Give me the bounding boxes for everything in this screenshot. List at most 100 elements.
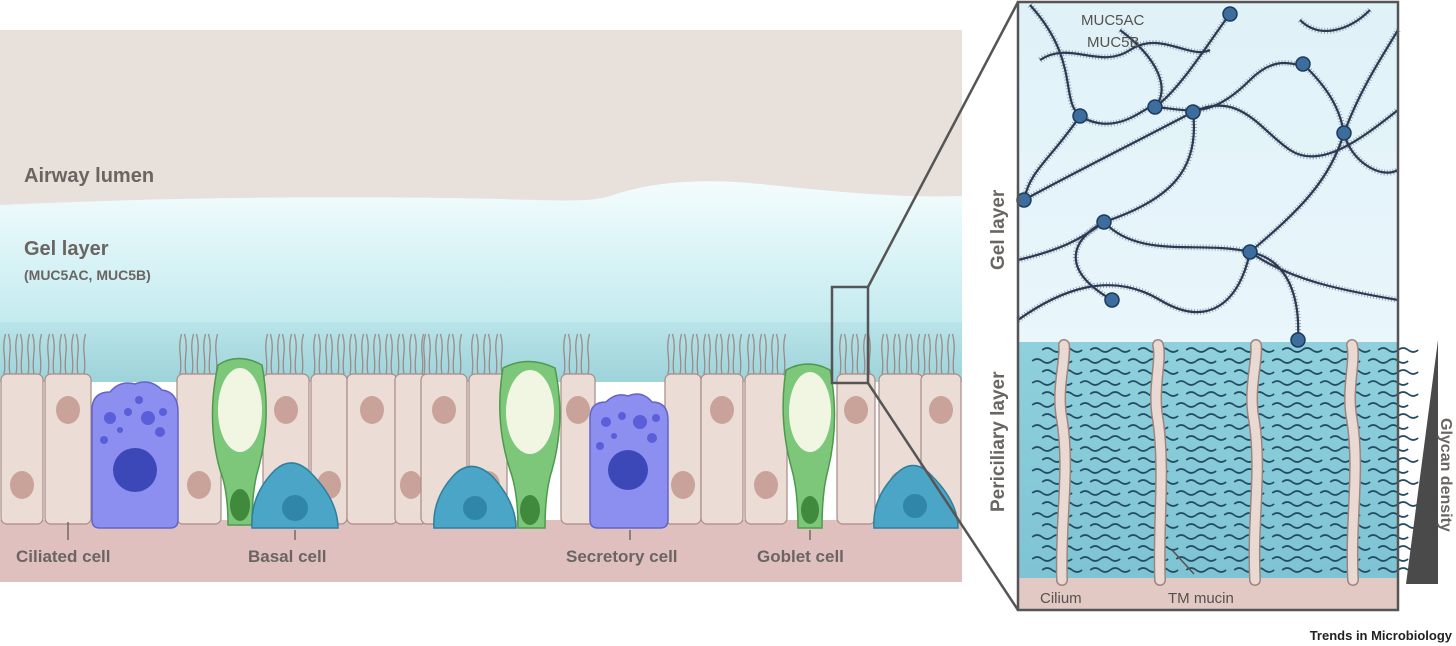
cilium-hair: [579, 333, 583, 375]
ciliated-cell-nucleus: [671, 471, 695, 499]
cilium-hair: [885, 333, 889, 375]
cilium-hair: [313, 333, 317, 375]
cilium-hair: [397, 333, 401, 375]
cilium-hair: [951, 333, 955, 375]
cilium-hair: [947, 333, 951, 375]
zoom-gel-region: [1018, 2, 1398, 342]
glycan-strand: [1185, 501, 1227, 507]
glycan-strand: [1281, 567, 1323, 573]
glycan-strand: [1175, 424, 1217, 430]
cilium-hair: [47, 333, 51, 375]
cilium-hair: [483, 333, 487, 375]
glycan-strand: [1271, 490, 1313, 496]
glycan-strand: [1271, 424, 1313, 430]
glycan-strand: [1271, 534, 1313, 540]
cilium-hair: [435, 333, 439, 375]
cilium-hair: [679, 333, 683, 375]
cilium-hair: [409, 333, 413, 375]
glycan-strand: [1079, 402, 1121, 408]
glycan-strand: [1367, 512, 1409, 518]
glycan-strand: [1079, 358, 1121, 364]
goblet-cell-1: [211, 357, 267, 526]
cilium-hair: [373, 333, 377, 375]
glycan-strand: [1089, 501, 1131, 507]
cilium-hair: [203, 333, 207, 375]
cilium-label: Cilium: [1040, 590, 1082, 607]
cilium-hair: [691, 333, 695, 375]
glycan-strand: [1079, 490, 1121, 496]
cilium-hair: [851, 333, 855, 375]
glycan-strand: [1175, 402, 1217, 408]
cilium-hair: [377, 333, 381, 375]
secretory-cell-1: [91, 381, 179, 529]
cilium-hair: [423, 333, 427, 375]
journal-credit: Trends in Microbiology: [1310, 628, 1453, 643]
glycan-strand: [1089, 369, 1131, 375]
glycan-strand: [1175, 380, 1217, 386]
secretory-cell-2: [589, 393, 669, 529]
cilium-hair: [389, 333, 393, 375]
tm-mucin-label: TM mucin: [1168, 590, 1234, 607]
cilium-hair: [499, 333, 503, 375]
cilium-hair: [683, 333, 687, 375]
glycan-strand: [1271, 468, 1313, 474]
glycan-strand: [1175, 446, 1217, 452]
glycan-strand: [1079, 556, 1121, 562]
cilium-hair: [265, 333, 269, 375]
goblet-cell-label: Goblet cell: [757, 547, 844, 566]
ciliated-cell-nucleus: [929, 396, 953, 424]
cilium-hair: [3, 333, 7, 375]
cilium-hair: [771, 333, 775, 375]
glycan-strand: [1271, 358, 1313, 364]
cilia: [3, 333, 955, 375]
cilium-hair: [207, 333, 211, 375]
glycan-strand: [1185, 435, 1227, 441]
gel-layer-label: Gel layer: [24, 238, 109, 260]
glycan-strand: [1079, 380, 1121, 386]
cilium-hair: [7, 333, 11, 375]
cilium-hair: [917, 333, 921, 375]
cilium-hair: [293, 333, 297, 375]
muc5ac-label: MUC5AC: [1081, 12, 1145, 29]
ciliated-cell-nucleus: [360, 396, 384, 424]
glycan-strand: [1079, 512, 1121, 518]
glycan-strand: [1367, 490, 1409, 496]
glycan-strand: [1185, 523, 1227, 529]
cilium-hair: [727, 333, 731, 375]
glycan-strand: [1281, 413, 1323, 419]
ciliated-cell-body: [664, 373, 702, 525]
secretory-cell-label: Secretory cell: [566, 547, 678, 566]
cilium-hair: [739, 333, 743, 375]
cilium-hair: [897, 333, 901, 375]
cilium-hair: [183, 333, 187, 375]
cilium-hair: [707, 333, 711, 375]
glycan-strand: [1367, 556, 1409, 562]
glycan-strand: [1281, 501, 1323, 507]
glycan-strand: [1367, 446, 1409, 452]
glycan-strand: [1089, 413, 1131, 419]
cilium-hair: [27, 333, 31, 375]
cilium-hair: [747, 333, 751, 375]
label-ticks: [67, 522, 811, 540]
glycan-strand: [1271, 380, 1313, 386]
gel-layer-region: [0, 181, 962, 335]
glycan-density-wedge: [1406, 340, 1438, 584]
ciliated-cell-nucleus: [754, 471, 778, 499]
cilium-hair: [385, 333, 389, 375]
cilium-hair: [439, 333, 443, 375]
glycan-strand: [1089, 391, 1131, 397]
cilium-hair: [63, 333, 67, 375]
glycan-strand: [1175, 556, 1217, 562]
cilium-hair: [301, 333, 305, 375]
zoom-selection-box: [830, 285, 870, 385]
cilium-hair: [893, 333, 897, 375]
ciliated-cell-nucleus: [432, 396, 456, 424]
cilium-hair: [671, 333, 675, 375]
glycan-strand: [1271, 512, 1313, 518]
cilium-hair: [195, 333, 199, 375]
cilium-hair: [421, 333, 425, 375]
cilium-hair: [863, 333, 867, 375]
cilium-hair: [15, 333, 19, 375]
glycan-strand: [1185, 567, 1227, 573]
